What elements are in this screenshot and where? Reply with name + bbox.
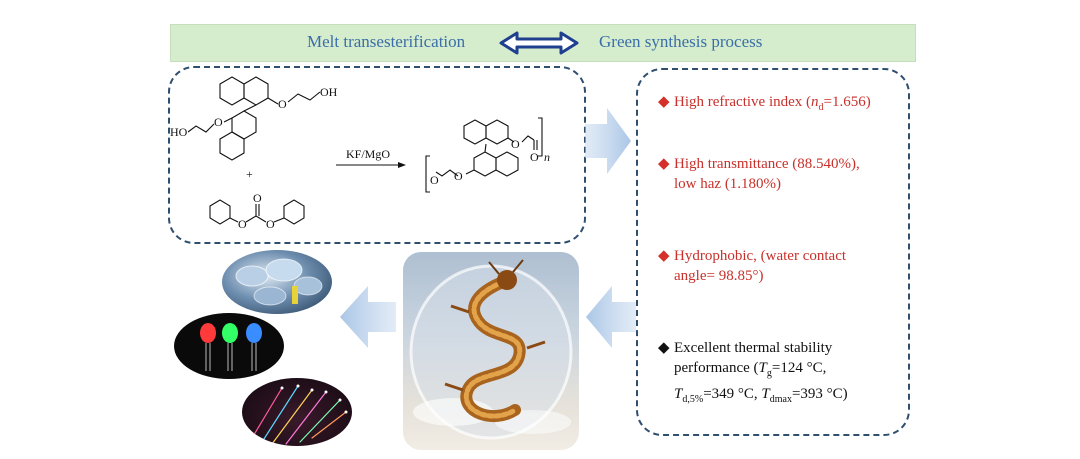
optical-lens-image [222, 250, 332, 314]
dragon-film-image [403, 252, 579, 450]
property-thermal-stability: ◆Excellent thermal stability performance… [658, 340, 848, 405]
property-refractive-index: ◆High refractive index (nd=1.656) [658, 94, 871, 113]
reactant2-o-left: O [238, 217, 247, 231]
product-o-ester: O [430, 173, 439, 187]
product-o-ether1: O [511, 137, 520, 151]
bracket-right [538, 117, 543, 157]
property-transmittance: ◆High transmittance (88.540%), low haz (… [658, 156, 860, 192]
properties-box [636, 68, 910, 436]
diamond-bullet-icon: ◆ [658, 248, 670, 264]
reactant2-o-right: O [266, 217, 275, 231]
arrow-right-icon [585, 108, 631, 174]
arrow-left-icon [340, 286, 396, 348]
led-image [174, 313, 284, 379]
reactant1-ring-b [243, 76, 269, 106]
reactant1-ring-a [219, 76, 245, 106]
property-hydrophobic: ◆Hydrophobic, (water contact angle= 98.8… [658, 248, 847, 284]
double-arrow-icon [499, 31, 579, 55]
product-subscript-n: n [544, 150, 550, 164]
bracket-left [425, 155, 430, 193]
reactant1-ether-top: O [278, 97, 287, 111]
reactant1-hydroxyl-top: OH [320, 85, 338, 99]
banner-right-text: Green synthesis process [599, 32, 763, 51]
optical-fiber-image [242, 378, 352, 446]
reactant1-ring-c [231, 110, 257, 140]
product-o-carbonyl: O [530, 150, 539, 164]
reactant1-ring-d [219, 131, 245, 161]
plus-sign: + [246, 167, 253, 181]
arrow-left-icon [586, 286, 636, 348]
product-o-ether2: O [454, 169, 463, 183]
reaction-scheme: O OH O HO + O O O KF/MgO [170, 76, 550, 231]
diamond-bullet-icon: ◆ [658, 156, 670, 172]
banner-left-text: Melt transesterification [307, 32, 466, 51]
process-banner: Melt transesterification Green synthesis… [170, 24, 916, 62]
reactant1-ether-left: O [214, 115, 223, 129]
reactant2-o-carbonyl: O [253, 191, 262, 205]
diamond-bullet-icon: ◆ [658, 94, 670, 110]
reactant1-hydroxyl-left: HO [170, 125, 188, 139]
reactant2-ring-right [283, 199, 305, 225]
reactant2-ring-left [209, 199, 231, 225]
diamond-bullet-icon: ◆ [658, 340, 670, 356]
catalyst-label: KF/MgO [346, 147, 390, 161]
